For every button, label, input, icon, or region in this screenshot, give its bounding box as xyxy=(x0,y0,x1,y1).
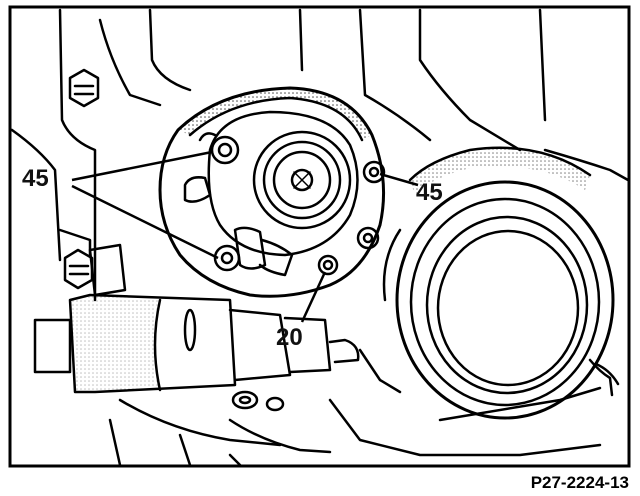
callout-45-left: 45 xyxy=(22,165,49,192)
leader-lines xyxy=(71,150,419,323)
bolt-right-lower xyxy=(356,226,380,250)
bolt-right-upper xyxy=(362,160,386,184)
leader-45-to-bottom-bolt xyxy=(71,184,219,260)
shading xyxy=(70,88,590,392)
bracket-edge xyxy=(58,228,92,257)
callout-20: 20 xyxy=(276,324,303,351)
leader-45-right xyxy=(379,172,419,187)
bracket xyxy=(88,243,127,297)
bolt-lower-small xyxy=(231,390,285,412)
hex-nut-lower-left xyxy=(63,248,94,290)
bolt-bottom-center xyxy=(317,254,339,276)
bolt-top-left xyxy=(198,132,240,165)
bolt-bottom-left xyxy=(213,244,241,272)
leader-20 xyxy=(300,271,327,323)
engine-housing xyxy=(10,8,630,467)
figure-id: P27-2224-13 xyxy=(531,473,629,492)
callout-45-right: 45 xyxy=(416,179,443,206)
hex-nut-upper-left xyxy=(68,68,100,108)
leader-45-to-top-bolt xyxy=(71,150,213,182)
